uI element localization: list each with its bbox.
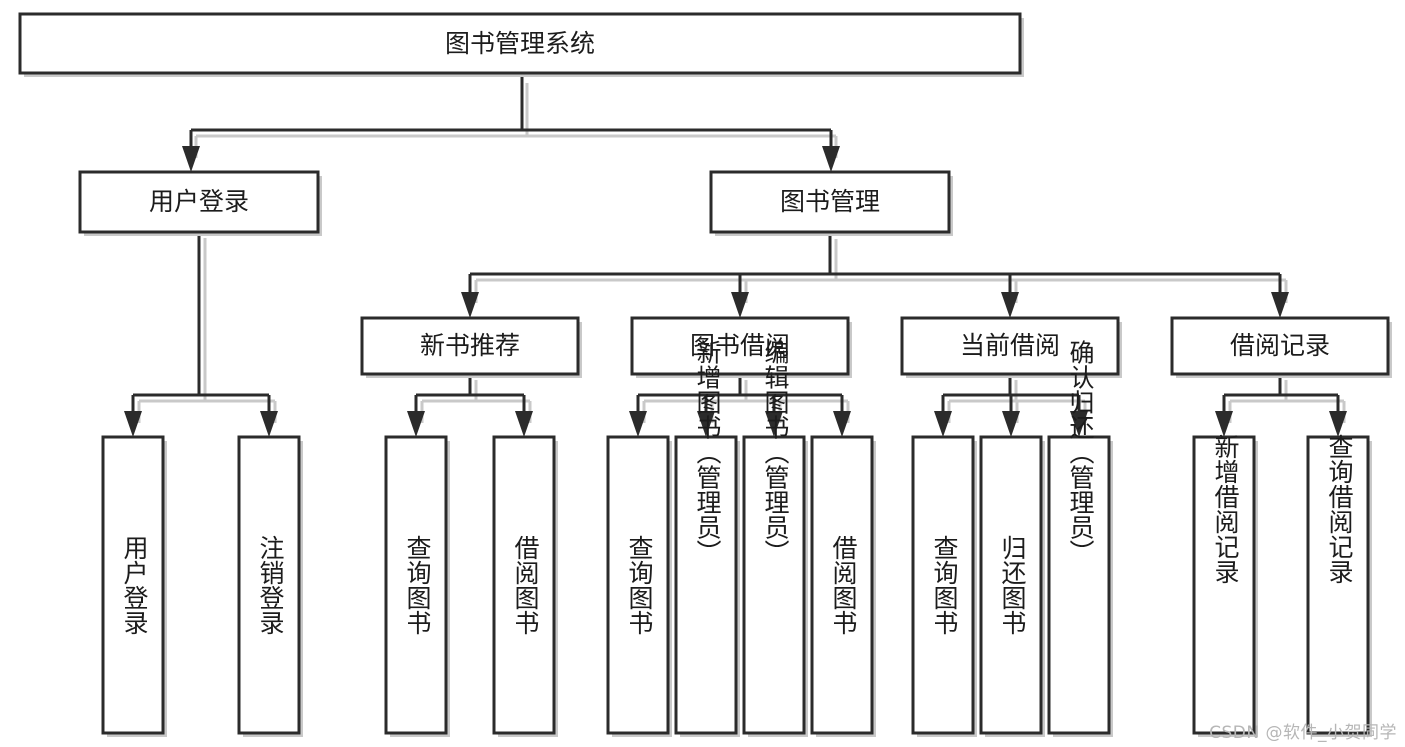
node-leaf-add-record[interactable]: 新增借阅记录 <box>1192 434 1258 737</box>
node-leaf-query-book-1[interactable]: 查询图书 <box>384 435 450 737</box>
node-leaf-edit-book[interactable]: 编辑图书（管理员） <box>742 340 808 738</box>
node-user-login[interactable]: 用户登录 <box>78 170 322 236</box>
node-root-label: 图书管理系统 <box>445 29 595 58</box>
node-leaf-query-book-3[interactable]: 查询图书 <box>911 435 977 737</box>
node-leaf-edit-book-label: 编辑图书（管理员） <box>761 340 790 565</box>
node-new-book-rec-label: 新书推荐 <box>420 331 520 360</box>
node-leaf-return-book[interactable]: 归还图书 <box>979 435 1045 737</box>
edge-bookmanage-to-level3 <box>461 233 1289 318</box>
node-leaf-logout-label: 注销登录 <box>256 535 285 635</box>
node-leaf-add-book[interactable]: 新增图书（管理员） <box>674 340 740 738</box>
edge-userlogin-to-leaves <box>124 232 278 437</box>
node-leaf-borrow-book-1-label: 借阅图书 <box>511 535 540 635</box>
edge-currentborrow-to-leaves <box>934 374 1088 437</box>
node-borrow-record-label: 借阅记录 <box>1230 331 1330 360</box>
node-leaf-query-record-label: 查询借阅记录 <box>1325 434 1354 584</box>
csdn-watermark: CSDN @软件_小贺同学 <box>1209 723 1397 743</box>
node-new-book-rec[interactable]: 新书推荐 <box>360 316 582 378</box>
node-leaf-query-book-3-label: 查询图书 <box>930 535 959 635</box>
edge-root-to-level2 <box>182 77 840 172</box>
edge-newbook-to-leaves <box>407 374 533 437</box>
connector-layer <box>124 77 1347 437</box>
node-leaf-query-book-2-label: 查询图书 <box>625 535 654 635</box>
node-leaf-add-record-label: 新增借阅记录 <box>1211 434 1240 584</box>
node-leaf-borrow-book-2-label: 借阅图书 <box>829 535 858 635</box>
node-book-manage-label: 图书管理 <box>780 187 880 216</box>
node-leaf-query-book-1-label: 查询图书 <box>403 535 432 635</box>
node-root[interactable]: 图书管理系统 <box>18 12 1024 77</box>
node-leaf-query-book-2[interactable]: 查询图书 <box>606 435 672 737</box>
node-current-borrow[interactable]: 当前借阅 <box>900 316 1122 378</box>
node-leaf-confirm-return-label: 确认归还（管理员） <box>1066 340 1095 565</box>
node-leaf-query-record[interactable]: 查询借阅记录 <box>1306 434 1372 737</box>
edge-bookborrow-to-leaves <box>629 374 851 437</box>
node-user-login-label: 用户登录 <box>149 187 249 216</box>
node-leaf-user-login[interactable]: 用户登录 <box>101 435 167 737</box>
node-book-borrow-label: 图书借阅 <box>690 331 790 360</box>
node-borrow-record[interactable]: 借阅记录 <box>1170 316 1392 378</box>
node-leaf-confirm-return[interactable]: 确认归还（管理员） <box>1047 340 1113 738</box>
node-leaf-add-book-label: 新增图书（管理员） <box>693 340 722 565</box>
edge-borrowrecord-to-leaves <box>1215 374 1347 437</box>
node-book-manage[interactable]: 图书管理 <box>709 170 953 236</box>
node-leaf-borrow-book-2[interactable]: 借阅图书 <box>810 435 876 737</box>
node-leaf-user-login-label: 用户登录 <box>120 535 149 635</box>
node-leaf-borrow-book-1[interactable]: 借阅图书 <box>492 435 558 737</box>
node-leaf-return-book-label: 归还图书 <box>998 535 1027 635</box>
node-book-borrow[interactable]: 图书借阅 <box>630 316 852 378</box>
node-current-borrow-label: 当前借阅 <box>960 331 1060 360</box>
node-leaf-logout[interactable]: 注销登录 <box>237 435 303 737</box>
